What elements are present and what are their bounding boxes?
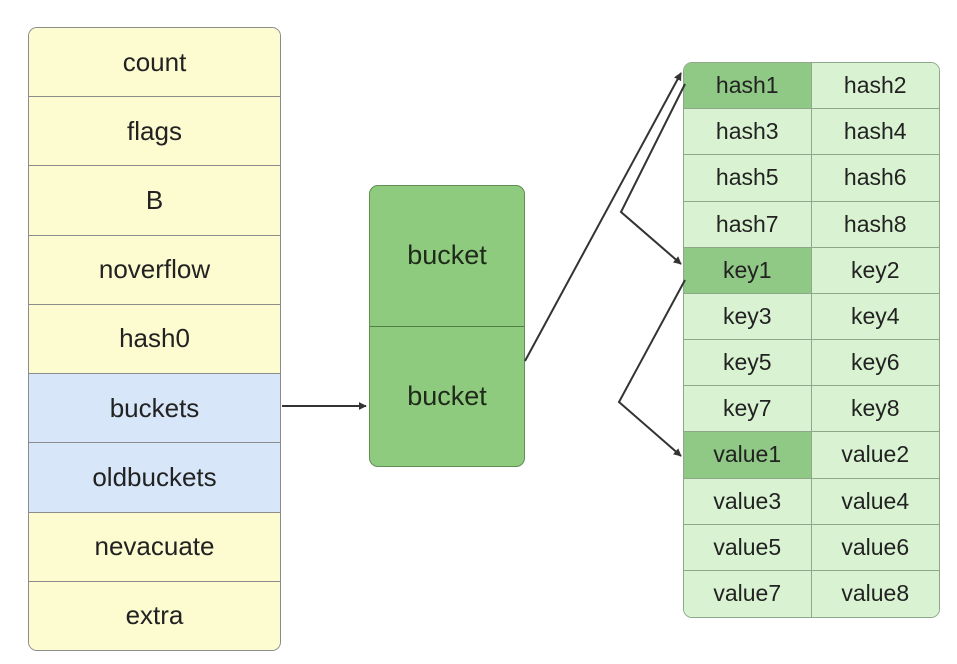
hmap-field-buckets: buckets [29,374,280,444]
bmap-cell-value6: value6 [811,524,939,571]
bmap-cell-hash6: hash6 [811,155,939,202]
bmap-cell-key3: key3 [684,293,812,340]
bmap-cell-hash5: hash5 [684,155,812,202]
hmap-field-b: B [29,166,280,236]
hmap-struct: count flags B noverflow hash0 buckets ol… [28,27,281,651]
bmap-cell-hash3: hash3 [684,109,812,156]
bmap-cell-value8: value8 [811,570,939,617]
bmap-cell-hash2: hash2 [811,63,939,110]
hmap-field-hash0: hash0 [29,304,280,375]
bmap-cell-key7: key7 [684,386,812,433]
bmap-cell-key6: key6 [811,340,939,387]
bucket-cell: bucket [407,240,487,271]
bmap-cell-hash8: hash8 [811,201,939,248]
bmap-cell-hash7: hash7 [684,201,812,248]
bmap-cell-key2: key2 [811,247,939,294]
hmap-field-noverflow: noverflow [29,235,280,305]
bmap-cell-value7: value7 [684,570,812,617]
bmap-cell-key1: key1 [684,247,812,294]
hmap-field-flags: flags [29,97,280,167]
hmap-field-count: count [29,28,280,98]
arrow-bucket-to-bmap [524,72,682,362]
bucket-cell: bucket [370,325,524,467]
bmap-cell-value2: value2 [811,432,939,479]
bmap-cell-hash4: hash4 [811,109,939,156]
bmap-cell-value1: value1 [684,432,812,479]
bmap-cell-value4: value4 [811,478,939,525]
bucket-array: bucket bucket [369,185,525,467]
bmap-cell-key8: key8 [811,386,939,433]
arrow-key-to-value [617,279,686,457]
bmap-cell-hash1: hash1 [684,63,812,110]
arrow-hash-to-key [619,83,686,265]
hmap-field-nevacuate: nevacuate [29,512,280,582]
bmap-cell-key4: key4 [811,293,939,340]
bmap-cell-value5: value5 [684,524,812,571]
hmap-field-oldbuckets: oldbuckets [29,443,280,513]
bmap-cell-value3: value3 [684,478,812,525]
bmap-cell-key5: key5 [684,340,812,387]
hmap-field-extra: extra [29,581,280,650]
